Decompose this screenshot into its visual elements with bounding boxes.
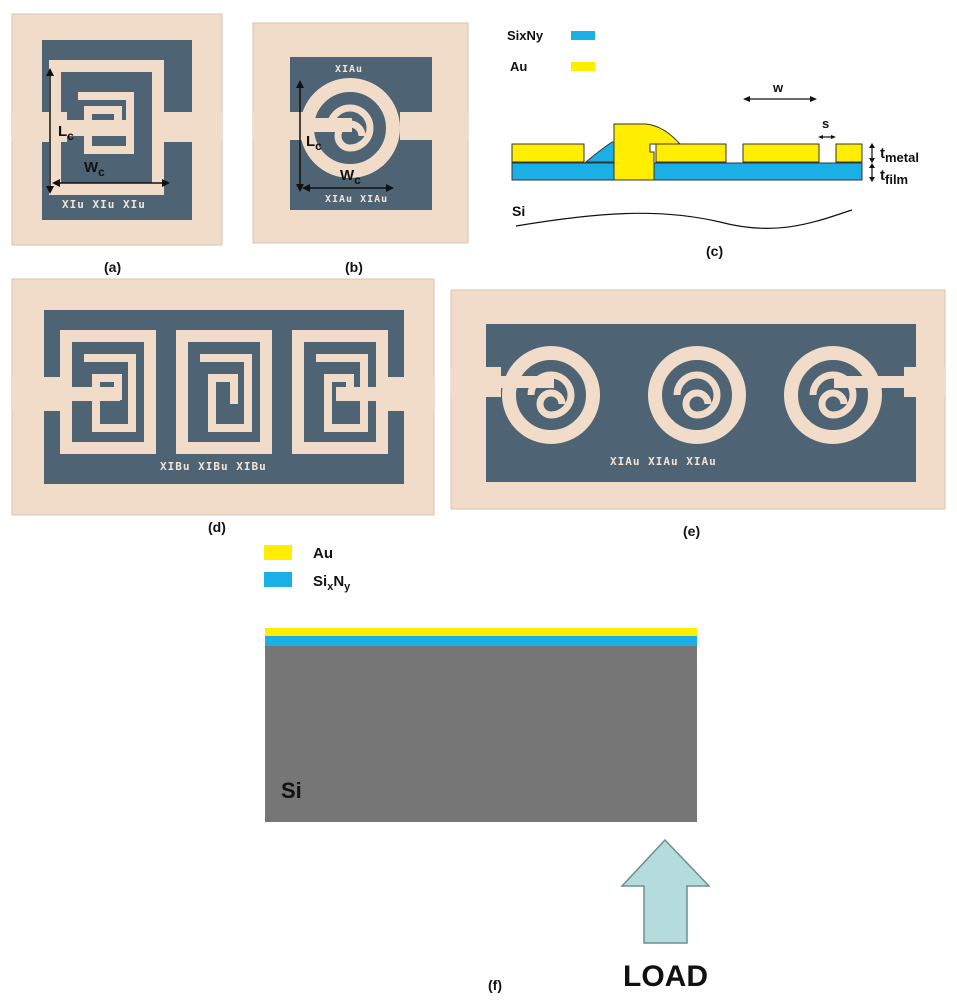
chip-d-left-pad [12,377,64,411]
legend-c-label-1: Au [510,59,527,74]
chip-b-wc-label: Wc [340,167,361,187]
chip-e-spiral-2 [648,346,746,444]
caption-c: (c) [706,243,723,259]
chip-b-lc-label: Lc [306,133,322,153]
si-substrate-curve [515,209,853,229]
legend-c-swatch-0 [571,31,595,40]
t-metal-label: tmetal [880,145,919,165]
chip-b-right-pad [400,112,468,140]
chip-e-marking: XIAu XIAu XIAu [610,455,717,468]
au-airbridge [613,123,682,181]
legend-c-swatch-1 [571,62,595,71]
panel-e: XIAu XIAu XIAu (e) [450,289,946,539]
s-label: s [822,116,829,131]
panel-b: Lc Wc XIAu XIAu XIAu (b) [252,22,469,275]
au-strip-2 [655,143,727,163]
chip-b-outer-ring [300,78,400,178]
load-label: LOAD [623,960,708,993]
au-strip-4 [835,143,863,163]
legend-f-swatch-0 [264,545,292,560]
chip-e-spiral-3 [784,346,882,444]
t-film-label: tfilm [880,167,908,187]
si-substrate-block [265,646,697,822]
chip-b-feed-line [312,118,352,132]
panel-d: XIBu XIBu XIBu (d) [11,278,435,535]
nitride-layer [265,636,697,646]
au-strip-1 [511,143,585,163]
au-strip-3 [742,143,820,163]
legend-c-label-0: SixNy [507,28,544,43]
chip-e-spiral-1 [502,346,600,444]
caption-f: (f) [488,977,502,993]
chip-d-marking: XIBu XIBu XIBu [160,460,267,473]
chip-e-left-pad [451,367,501,397]
legend-f-label-0: Au [313,545,333,562]
w-label: w [772,80,784,95]
chip-a-inner-spiral [78,92,134,154]
si-label-c: Si [512,203,525,219]
legend-f-label-1: SixNy [313,573,351,593]
chip-a-right-pad [158,112,222,142]
chip-a-wc-label: Wc [84,159,105,179]
caption-b: (b) [345,259,363,275]
chip-b-marking-top: XIAu [335,64,363,75]
load-arrow [620,838,711,944]
legend-f-swatch-1 [264,572,292,587]
panel-c: SixNy Au w s tmetal tfilm Si [507,28,919,259]
chip-a-marking: XIu XIu XIu [62,198,146,211]
chip-e-right-pad [904,367,945,397]
chip-a-outer-ring [49,60,164,195]
si-label-f: Si [281,778,302,803]
nitride-film-layer [511,162,863,181]
caption-d: (d) [208,519,226,535]
au-layer [265,628,697,636]
caption-a: (a) [104,259,121,275]
panel-f: Au SixNy Si LOAD (f) [264,545,711,993]
panel-a: Lc Wc XIu XIu XIu (a) [11,13,223,275]
chip-d-resonator-2 [176,330,272,454]
caption-e: (e) [683,523,700,539]
chip-a-lc-label: Lc [58,123,74,143]
chip-b-marking-bottom: XIAu XIAu [325,194,388,205]
chip-a-feed-line [64,120,126,136]
